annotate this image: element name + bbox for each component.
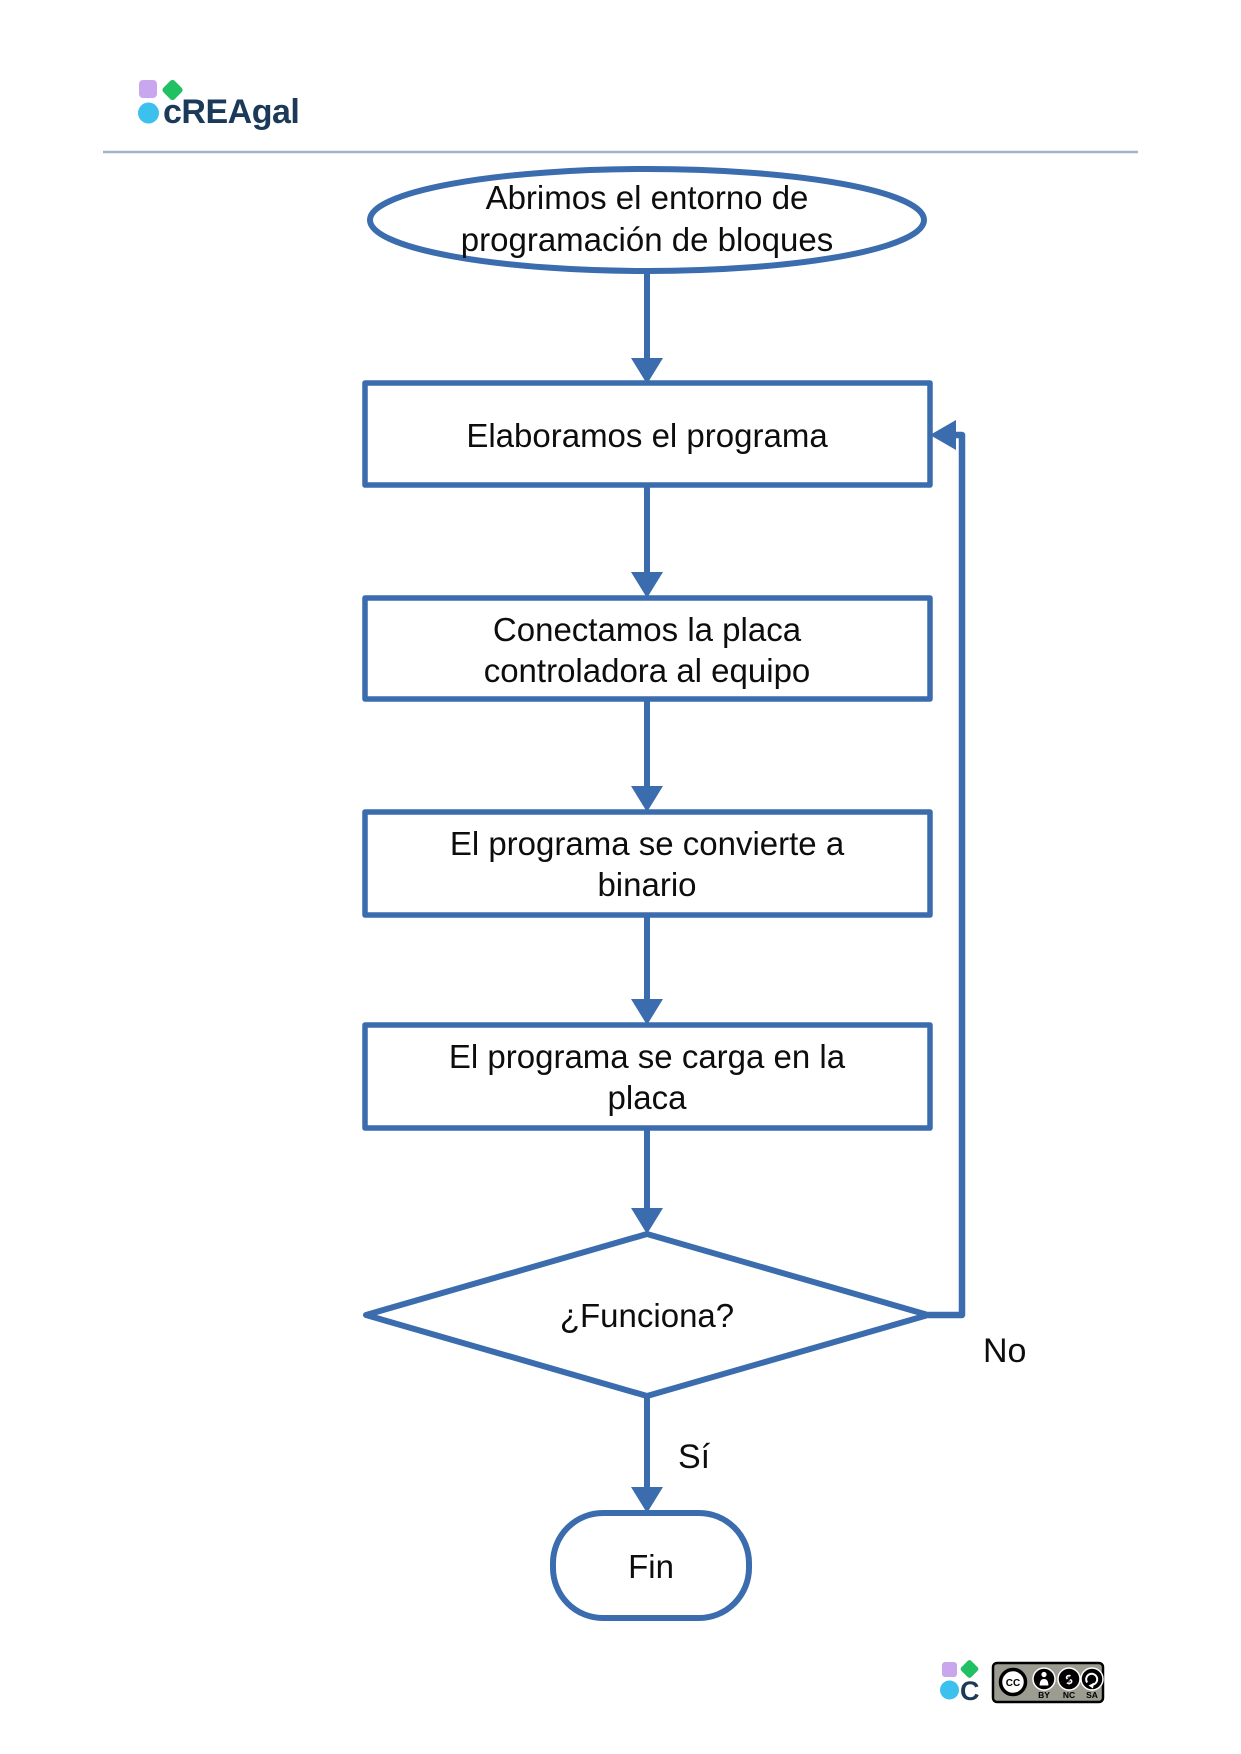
yes-edge: Sí [631, 1397, 711, 1513]
process-box-2-label-line1: Conectamos la placa [493, 611, 802, 648]
start-terminator: Abrimos el entorno de programación de bl… [367, 166, 927, 274]
flow-arrow-4 [631, 916, 663, 1025]
arrowhead-icon [631, 1487, 663, 1513]
process-box-4-label-line1: El programa se carga en la [449, 1038, 846, 1075]
process-box-4-shape [362, 1022, 933, 1131]
process-box-2-shape [362, 595, 933, 702]
logo-diamond-icon [960, 1660, 979, 1678]
logo-circle-icon [138, 102, 159, 124]
process-box-1: Elaboramos el programa [362, 380, 933, 488]
logo-square-icon [139, 80, 157, 98]
end-label: Fin [628, 1548, 674, 1585]
no-edge-line [928, 431, 966, 1319]
process-box-1-shape [362, 380, 933, 488]
cc-icon: CC [998, 1667, 1028, 1697]
process-box-4-label-line2: placa [608, 1079, 688, 1116]
footer-logo: C [940, 1660, 980, 1706]
sa-label: SA [1086, 1690, 1098, 1700]
decision-diamond-shape [363, 1231, 931, 1399]
footer-brand-initial: C [960, 1676, 980, 1706]
process-box-3-label-line2: binario [597, 866, 696, 903]
arrowhead-icon [631, 572, 663, 598]
arrowhead-icon [631, 786, 663, 812]
process-box-3-label-line1: El programa se convierte a [450, 825, 845, 862]
flowchart: No Abrimos el entorno de programación de… [362, 166, 1026, 1621]
process-box-2-label-line2: controladora al equipo [484, 652, 811, 689]
yes-edge-label: Sí [678, 1438, 711, 1476]
flow-arrow-1 [631, 271, 663, 384]
decision-label: ¿Funciona? [560, 1297, 734, 1334]
flow-arrow-5 [631, 1129, 663, 1234]
cc-license-badge: CC $ BY NC SA [991, 1661, 1105, 1704]
start-label-line1: Abrimos el entorno de [486, 179, 809, 216]
process-box-3-shape [362, 809, 933, 918]
nc-label: NC [1063, 1690, 1075, 1700]
logo-circle-icon [940, 1680, 959, 1700]
process-box-4: El programa se carga en la placa [362, 1022, 933, 1131]
no-edge-arrowhead-icon [930, 420, 956, 450]
svg-text:CC: CC [1006, 1678, 1020, 1689]
by-icon [1032, 1667, 1056, 1691]
end-terminator-shape [550, 1510, 752, 1621]
process-box-2: Conectamos la placa controladora al equi… [362, 595, 933, 702]
arrowhead-icon [631, 999, 663, 1025]
by-label: BY [1038, 1690, 1050, 1700]
logo-diamond-icon [162, 79, 183, 101]
header-logo: cREAgal [138, 79, 300, 131]
nc-icon: $ [1057, 1667, 1081, 1691]
decision-diamond: ¿Funciona? [363, 1231, 931, 1399]
end-terminator: Fin [550, 1510, 752, 1621]
logo-square-icon [942, 1662, 957, 1677]
arrowhead-icon [631, 1208, 663, 1234]
no-edge-label: No [983, 1332, 1026, 1370]
arrowhead-icon [631, 358, 663, 384]
no-feedback-edge: No [928, 420, 1026, 1370]
flow-arrow-2 [631, 487, 663, 598]
start-label-line2: programación de bloques [461, 221, 833, 258]
brand-wordmark: cREAgal [163, 93, 299, 131]
sa-icon [1080, 1667, 1104, 1691]
process-box-3: El programa se convierte a binario [362, 809, 933, 918]
process-box-1-label: Elaboramos el programa [466, 417, 828, 454]
flow-arrow-3 [631, 700, 663, 812]
